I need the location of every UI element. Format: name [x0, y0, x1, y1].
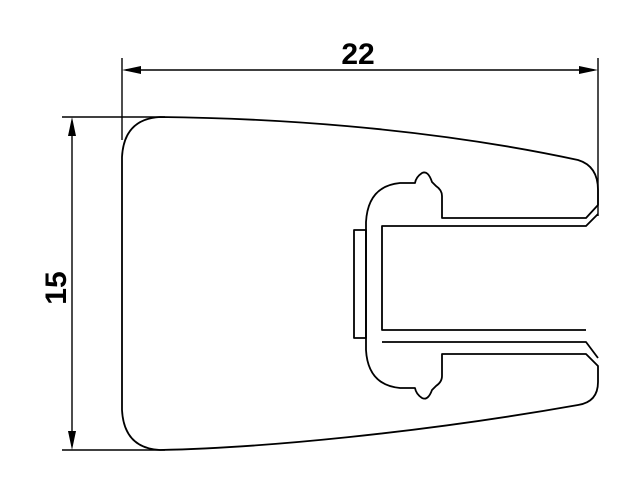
width-label: 22 [341, 38, 374, 71]
side-tab [353, 229, 367, 339]
arrowhead-down-icon [68, 431, 76, 450]
arrowhead-right-icon [579, 66, 598, 74]
inner-channel-bottom [382, 341, 599, 359]
arrowhead-left-icon [122, 66, 141, 74]
height-dimension: 15 [40, 116, 165, 451]
inner-channel [381, 213, 599, 331]
arrowhead-up-icon [68, 117, 76, 136]
height-label: 15 [40, 271, 73, 304]
width-dimension: 22 [121, 38, 599, 216]
outer-contour [121, 116, 599, 451]
profile-outline [121, 116, 599, 451]
